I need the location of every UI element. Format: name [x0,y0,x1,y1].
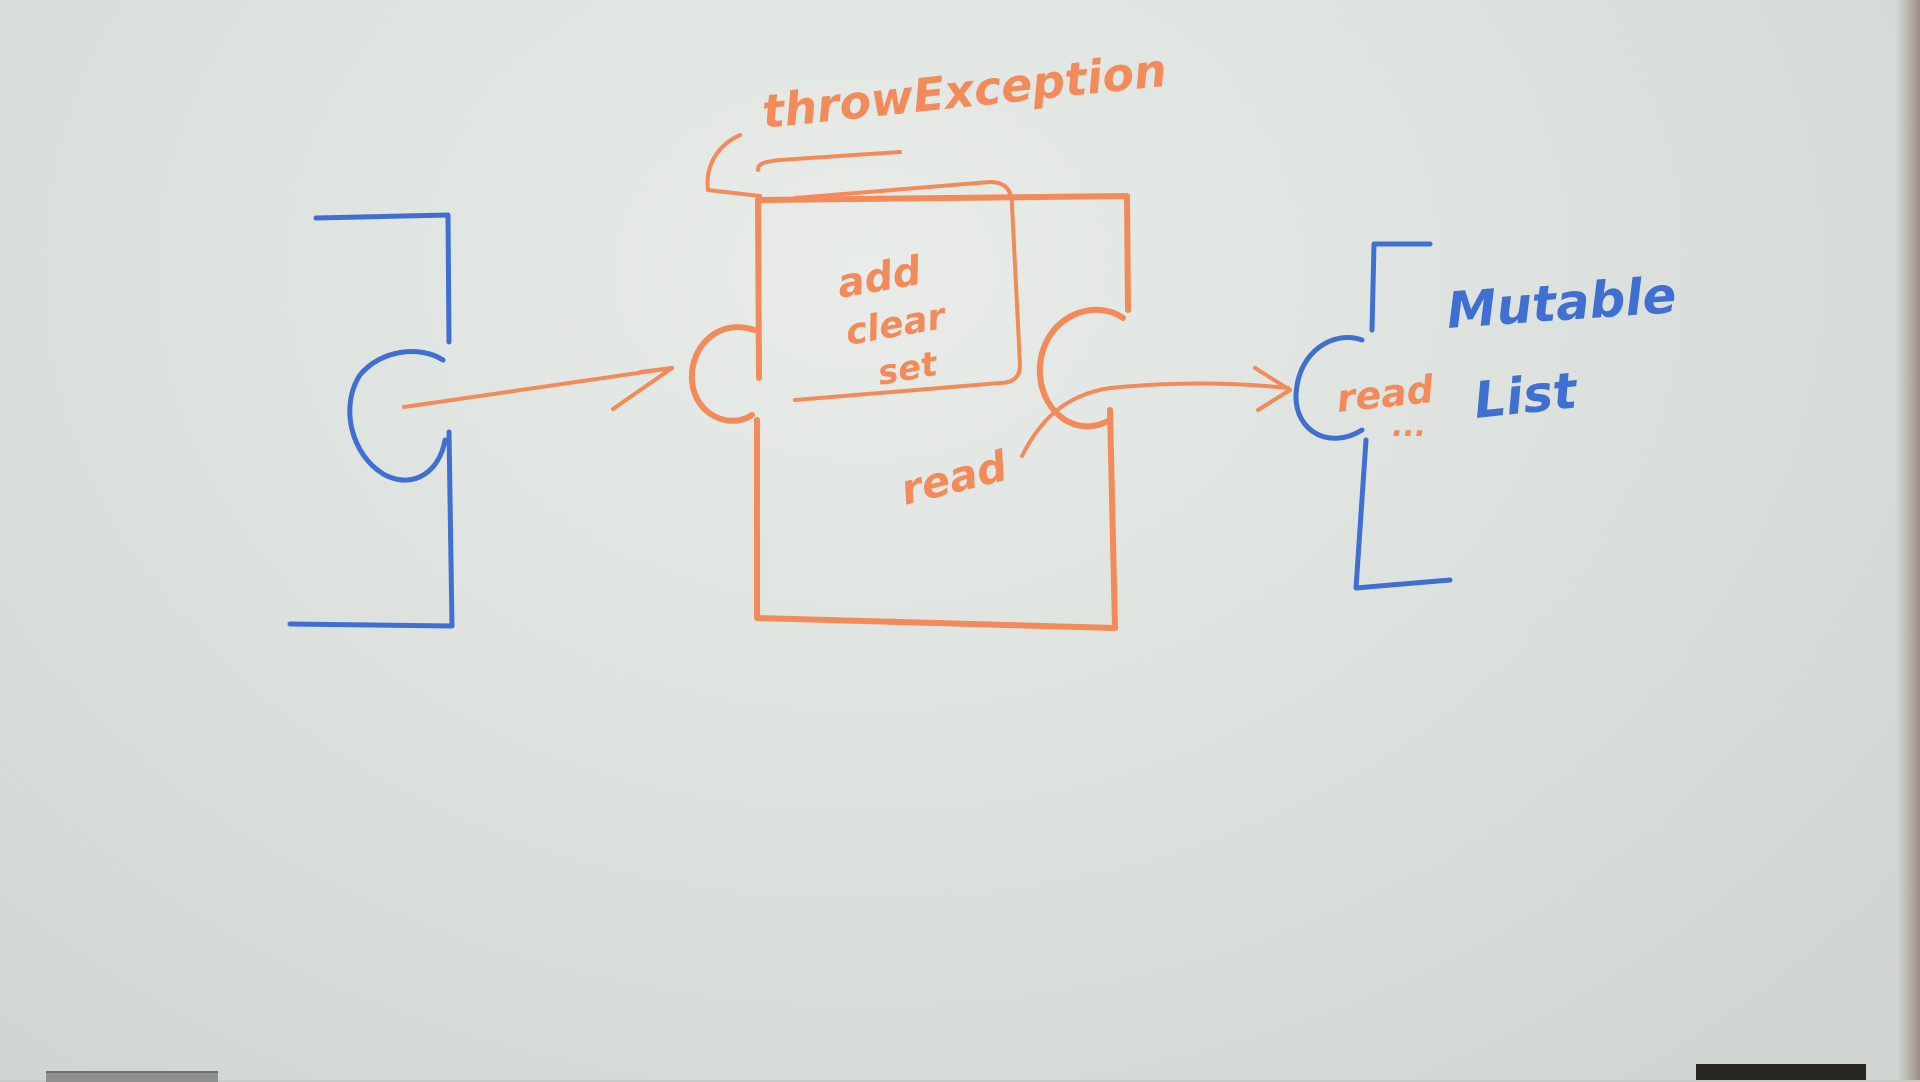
left-component-socket [347,349,448,483]
list-label: List [1471,361,1581,430]
ellipsis-label: ... [1392,409,1426,444]
right-component-socket [1293,334,1365,441]
whiteboard-frame-edge [1896,0,1920,1080]
arrow-middle-to-right-head [1253,366,1292,412]
throw-exception-label: throwException [760,43,1170,139]
arrow-left-to-middle [402,366,674,409]
middle-component-outline [754,193,1131,631]
arrow-middle-to-right [1020,381,1290,458]
right-component-outline [1353,241,1453,591]
inner-method-box [793,180,1022,402]
read-label-right: read [1334,367,1436,421]
middle-left-socket [688,324,757,424]
marker-tray-right [1696,1064,1866,1080]
mutable-label: Mutable [1445,266,1678,340]
read-label-middle: read [896,441,1013,515]
left-component-outline [287,212,455,629]
marker-tray-left [46,1071,218,1082]
method-set-label: set [875,344,942,394]
throw-exception-arrow [705,133,902,198]
method-add-label: add [834,248,925,308]
middle-right-socket [1036,306,1126,430]
arrow-left-to-middle-head [611,366,674,411]
